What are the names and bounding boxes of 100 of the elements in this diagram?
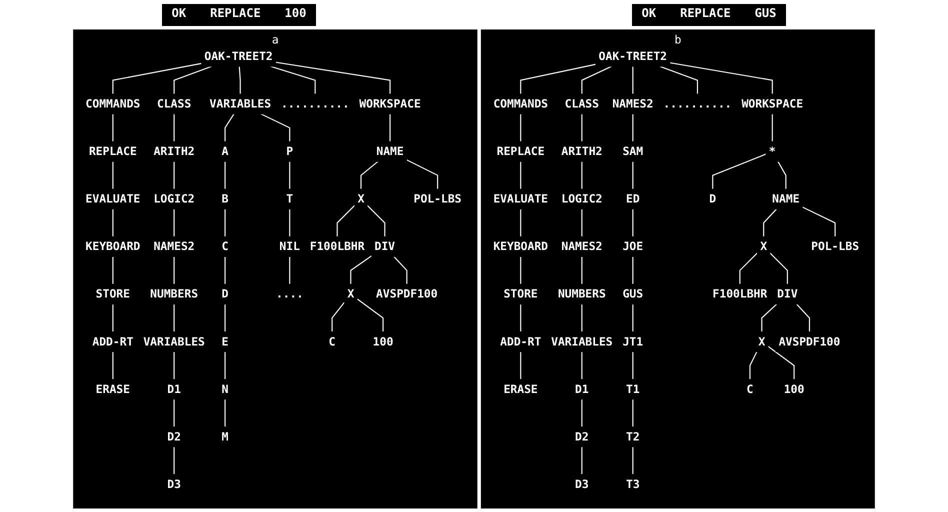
connector	[796, 304, 810, 332]
connector	[520, 352, 522, 380]
connector	[632, 161, 634, 190]
connector	[581, 352, 582, 380]
node-text: T	[286, 192, 294, 206]
node-text: LOGIC2	[561, 192, 602, 206]
connector	[332, 302, 345, 332]
connector	[276, 62, 391, 94]
connector	[112, 352, 114, 380]
connector	[520, 209, 522, 237]
node-text: STORE	[504, 287, 538, 301]
node-text: D2	[167, 430, 181, 444]
connector	[224, 304, 226, 332]
node-text: ARITH2	[561, 144, 602, 158]
connector	[270, 66, 316, 94]
node-text: ..........	[663, 96, 732, 110]
node-text: T3	[626, 477, 640, 491]
connector	[632, 399, 634, 427]
connector	[772, 114, 773, 142]
node-text: AVSPDF100	[376, 287, 438, 301]
node-text: N	[222, 382, 228, 396]
node-text: *	[768, 144, 776, 158]
node-text: D3	[167, 477, 181, 491]
connector	[174, 256, 175, 284]
connector	[520, 161, 522, 190]
node-text: E	[222, 334, 228, 348]
connector	[406, 159, 438, 190]
node-text: WORKSPACE	[742, 96, 804, 110]
connector	[632, 114, 634, 142]
connector	[739, 252, 758, 284]
node-text: GUS	[622, 287, 644, 301]
node-text: VARIABLES	[143, 334, 205, 348]
node-text: SAM	[622, 144, 644, 158]
node-text: B	[222, 192, 228, 206]
connector	[520, 304, 522, 332]
node-text: ADD-RT	[92, 334, 134, 348]
node-text: JT1	[622, 334, 644, 348]
node-text: WORKSPACE	[359, 96, 421, 110]
node-text: 100	[784, 382, 804, 396]
node-text: OAK-TREET2	[598, 49, 668, 63]
connector	[761, 304, 778, 332]
connector	[360, 161, 378, 190]
node-text: ARITH2	[154, 144, 195, 158]
node-text: DIV	[374, 240, 396, 254]
node-text: STORE	[96, 287, 130, 301]
node-text: C	[746, 382, 754, 396]
connector	[224, 256, 226, 284]
node-text: A	[222, 144, 228, 158]
node-text: F100LBHR	[712, 287, 768, 301]
connector	[174, 399, 175, 427]
connector	[768, 346, 795, 380]
node-text: D1	[167, 382, 181, 396]
node-text: ERASE	[96, 382, 130, 396]
node-text: 100	[372, 334, 394, 348]
connector	[802, 206, 836, 237]
node-text: M	[222, 430, 228, 444]
connector	[770, 252, 788, 284]
status-text: 100	[284, 6, 306, 22]
connector	[174, 304, 175, 332]
node-text: NAMES2	[154, 240, 195, 254]
node-text: CLASS	[564, 96, 599, 110]
connector	[238, 66, 241, 94]
connector	[224, 352, 226, 380]
node-text: X	[347, 287, 354, 301]
node-text: C	[222, 240, 228, 254]
connector	[174, 114, 175, 142]
connector	[289, 256, 290, 284]
connector	[581, 114, 582, 142]
status-text: REPLACE	[680, 6, 731, 22]
node-text: ....	[276, 287, 304, 301]
connector	[632, 446, 634, 474]
connector	[366, 204, 386, 237]
connector	[520, 114, 522, 142]
connector	[660, 66, 698, 94]
connector	[390, 114, 391, 142]
node-text: NAME	[772, 192, 800, 206]
node-text: POL-LBS	[811, 240, 860, 254]
connector	[336, 204, 356, 237]
node-text: D1	[575, 382, 589, 396]
status-text: REPLACE	[210, 6, 261, 22]
connector	[174, 161, 175, 190]
connector	[260, 113, 290, 142]
node-text: D3	[575, 477, 589, 491]
connector	[581, 399, 582, 427]
connector	[112, 161, 114, 190]
node-text: NAMES2	[612, 96, 654, 110]
connector	[224, 209, 226, 237]
node-text: NAME	[376, 144, 404, 158]
node-text: ..........	[280, 96, 350, 110]
node-text: D2	[575, 430, 589, 444]
node-text: EVALUATE	[493, 192, 548, 206]
node-text: NAMES2	[561, 240, 602, 254]
connector	[632, 209, 634, 237]
connector	[112, 304, 114, 332]
connector	[174, 446, 175, 474]
node-text: COMMANDS	[86, 96, 140, 110]
connector	[289, 161, 290, 190]
node-text: F100LBHR	[310, 240, 365, 254]
node-text: ED	[626, 192, 640, 206]
node-text: C	[328, 334, 336, 348]
